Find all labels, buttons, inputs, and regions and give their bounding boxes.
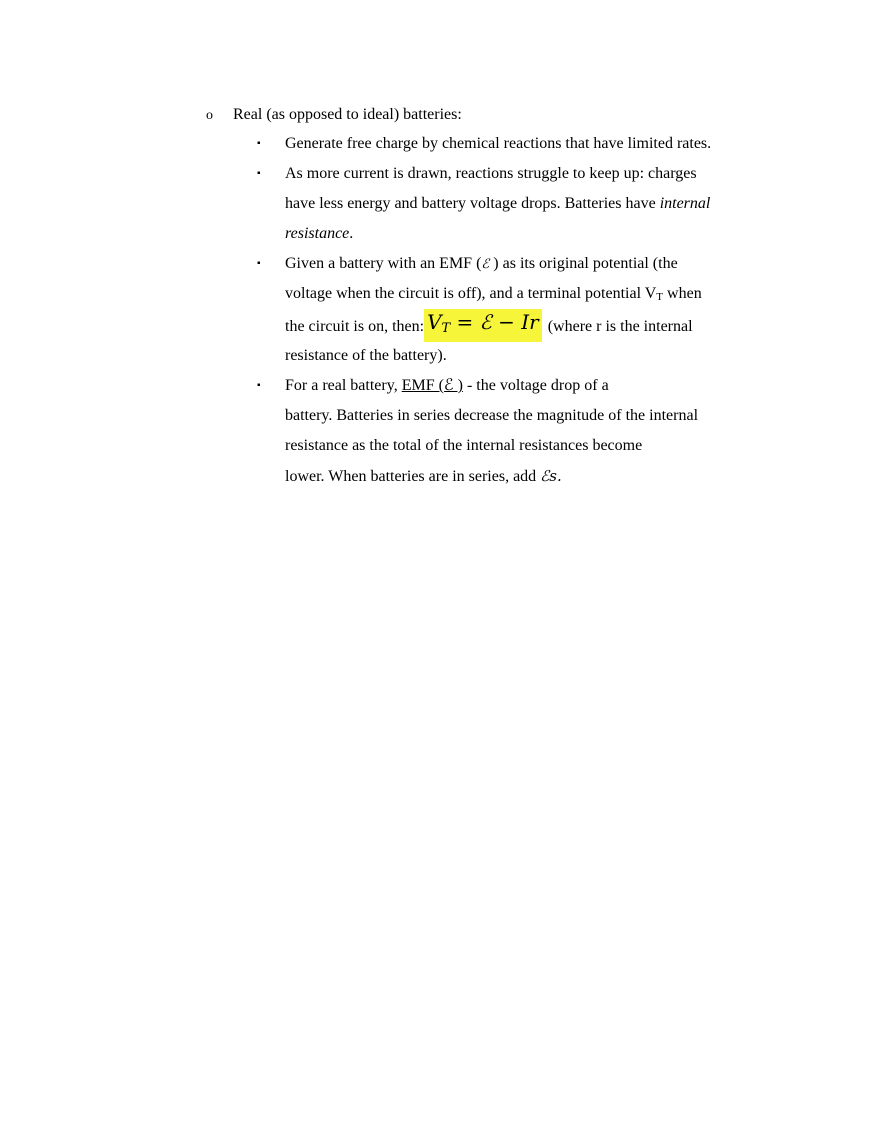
- bullet-item-current-drawn: As more current is drawn, reactions stru…: [285, 159, 755, 249]
- emf-symbol: ℰs.: [540, 467, 562, 485]
- text-run: - the voltage drop of a: [462, 377, 609, 394]
- emphasis-text: resistance: [285, 225, 350, 242]
- text-run: lower. When batteries are in series, add: [285, 468, 541, 485]
- text-line: battery. Batteries in series decrease th…: [285, 407, 699, 424]
- formula-rest: = ℰ − Ir: [450, 310, 539, 334]
- text-line: For a real battery, EMF (ℰ ) - the volta…: [285, 371, 755, 401]
- text-line: the circuit is on, then:VT = ℰ − Ir (whe…: [285, 309, 755, 342]
- text-run: have less energy and battery voltage dro…: [285, 195, 660, 212]
- text-line: resistance.: [285, 219, 755, 249]
- text-run: ) as its original potential (the: [489, 255, 678, 272]
- text-run: voltage when the circuit is off), and a …: [285, 285, 657, 302]
- bullet-item-real-battery: For a real battery, EMF (ℰ ) - the volta…: [285, 371, 755, 491]
- text-line: Generate free charge by chemical reactio…: [285, 135, 712, 152]
- emphasis-text: internal: [659, 195, 711, 212]
- text-run: For a real battery,: [285, 377, 402, 394]
- formula-subscript: T: [441, 321, 451, 336]
- highlighted-formula: VT = ℰ − Ir: [424, 309, 542, 342]
- text-line: resistance of the battery).: [285, 347, 447, 364]
- text-line: voltage when the circuit is off), and a …: [285, 279, 755, 309]
- text-run: the circuit is on, then:: [285, 318, 425, 335]
- outline-marker: o: [206, 108, 213, 123]
- bullet-item-chemical-reactions: Generate free charge by chemical reactio…: [285, 129, 755, 159]
- bullet-marker: ▪: [257, 138, 261, 149]
- text-line: Given a battery with an EMF (ℰ ) as its …: [285, 249, 755, 279]
- bullet-marker: ▪: [257, 168, 261, 179]
- underlined-text: EMF (ℰ ): [401, 377, 463, 394]
- bullet-item-emf-terminal: Given a battery with an EMF (ℰ ) as its …: [285, 249, 755, 371]
- text-run: .: [349, 225, 354, 242]
- emf-symbol: ℰ: [481, 257, 490, 272]
- text-run: (where r is the internal: [543, 318, 693, 335]
- text-line: have less energy and battery voltage dro…: [285, 189, 755, 219]
- bullet-marker: ▪: [257, 258, 261, 269]
- formula-v: V: [427, 310, 442, 334]
- text-line: lower. When batteries are in series, add…: [285, 461, 755, 491]
- subscript: T: [656, 291, 664, 303]
- text-line: resistance as the total of the internal …: [285, 437, 643, 454]
- text-run: Given a battery with an EMF (: [285, 255, 482, 272]
- text-run: when: [663, 285, 702, 302]
- bullet-marker: ▪: [257, 380, 261, 391]
- outline-heading: Real (as opposed to ideal) batteries:: [233, 106, 462, 123]
- text-line: As more current is drawn, reactions stru…: [285, 165, 697, 182]
